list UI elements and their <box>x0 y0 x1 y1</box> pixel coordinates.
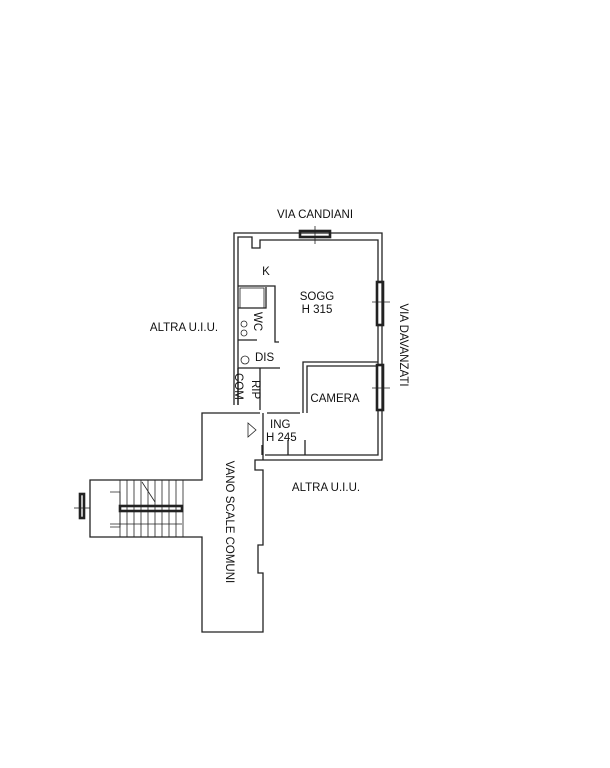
room-label-wc: WC <box>251 312 263 331</box>
window-stairwell <box>78 492 86 520</box>
room-label-entrance: ING <box>270 419 291 431</box>
room-label-rip: RIP <box>249 380 261 400</box>
stair-steps <box>110 480 184 537</box>
room-height-entrance: H 245 <box>266 432 297 444</box>
window-east-living <box>375 280 385 327</box>
street-label-top: VIA CANDIANI <box>277 209 353 221</box>
window-east-bedroom <box>375 363 385 412</box>
entrance-arrow-icon <box>247 422 257 438</box>
room-label-bedroom: CAMERA <box>310 393 360 405</box>
neighbor-label-left: ALTRA U.I.U. <box>150 322 218 334</box>
apartment-walls <box>233 226 390 461</box>
room-label-living: SOGG <box>300 291 335 303</box>
street-label-right: VIA DAVANZATI <box>397 303 409 386</box>
room-label-kitchen: K <box>262 266 270 278</box>
room-label-dis: DIS <box>255 352 275 364</box>
neighbor-label-bottom: ALTRA U.I.U. <box>292 482 360 494</box>
stairwell-label: VANO SCALE COMUNI <box>223 461 235 583</box>
stairwell-walls <box>74 412 264 633</box>
room-label-com: COM <box>232 373 244 400</box>
room-height-living: H 315 <box>302 304 333 316</box>
